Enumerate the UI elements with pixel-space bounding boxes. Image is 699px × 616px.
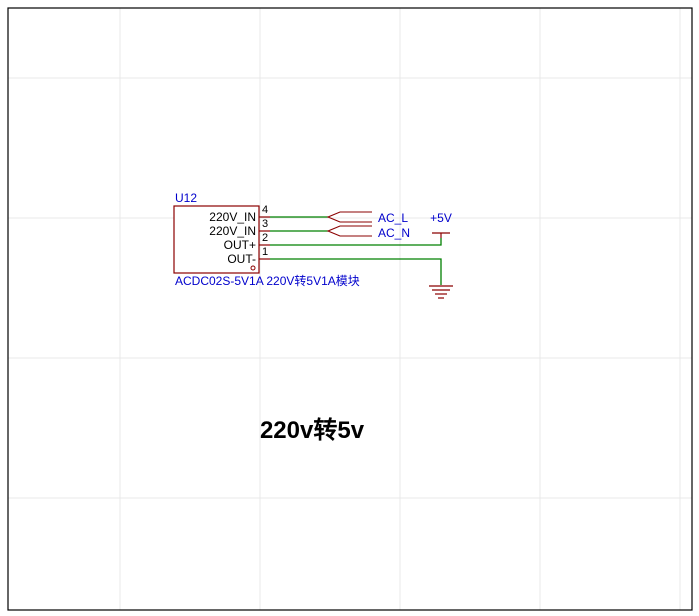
net-port-ac-n-shape bbox=[326, 225, 372, 237]
pin-1-inverter-dot bbox=[250, 265, 256, 271]
net-ports[interactable] bbox=[326, 211, 372, 237]
net-label-ac-l[interactable]: AC_L bbox=[378, 211, 408, 225]
pin-3-name: 220V_IN bbox=[209, 224, 256, 238]
component-value: ACDC02S-5V1A 220V转5V1A模块 bbox=[175, 273, 360, 288]
wires bbox=[270, 216, 442, 285]
pin-1-name: OUT- bbox=[227, 252, 256, 266]
component-body[interactable] bbox=[173, 205, 260, 274]
net-port-ac-l-shape bbox=[326, 211, 372, 223]
wire-5v bbox=[270, 238, 442, 246]
component-designator: U12 bbox=[175, 191, 197, 205]
net-label-ac-n[interactable]: AC_N bbox=[378, 226, 410, 240]
power-port-label: +5V bbox=[430, 211, 452, 225]
sheet-border bbox=[7, 7, 693, 611]
power-port-5v[interactable] bbox=[432, 232, 450, 238]
pin-3-number: 3 bbox=[262, 218, 268, 230]
pin-4-number: 4 bbox=[262, 204, 268, 216]
ground-icon[interactable] bbox=[429, 285, 453, 299]
component-u12[interactable]: U12 220V_IN 220V_IN OUT+ OUT- 4 3 2 1 AC… bbox=[173, 191, 360, 288]
schematic-title: 220v转5v bbox=[260, 416, 365, 444]
pin-2-name: OUT+ bbox=[224, 238, 256, 252]
pin-2-number: 2 bbox=[262, 232, 268, 244]
pin-1-number: 1 bbox=[262, 246, 268, 258]
pin-4-name: 220V_IN bbox=[209, 210, 256, 224]
wire-gnd bbox=[270, 258, 442, 285]
grid bbox=[8, 8, 692, 610]
